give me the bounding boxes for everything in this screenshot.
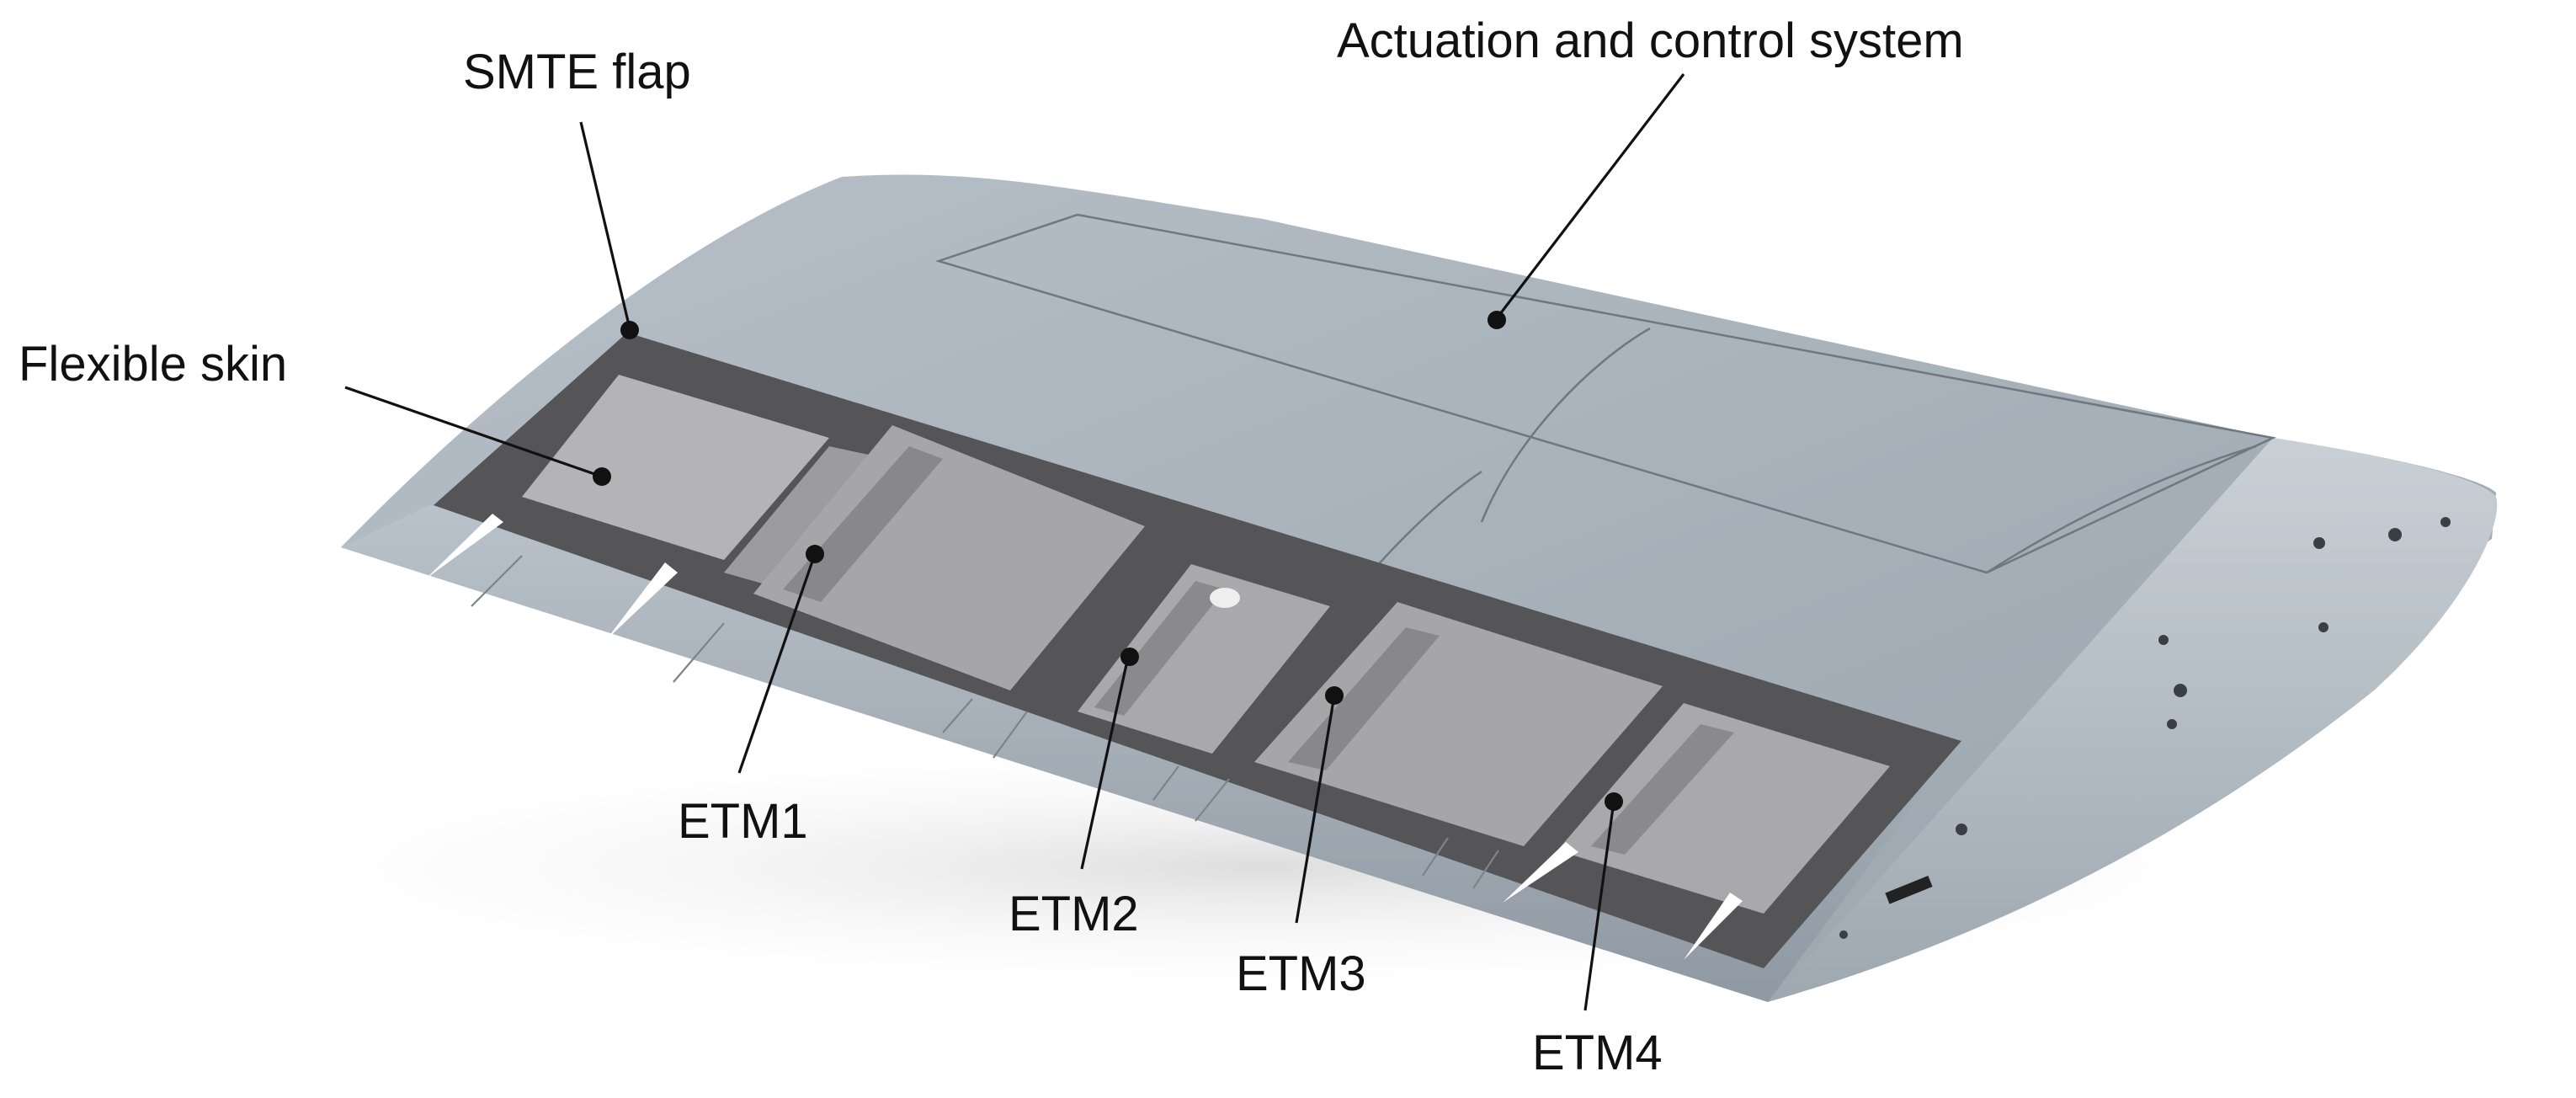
etm4-window-inner [1591,724,1734,855]
label-flexible-skin: Flexible skin [19,337,287,392]
etm2-spindle [1210,588,1240,608]
label-actuation: Actuation and control system [1337,13,1964,68]
label-etm4: ETM4 [1532,1026,1663,1080]
actuation-panel-divider [1480,327,1651,523]
etm2-window-inner [1094,581,1225,716]
wing-tip-section [1768,438,2498,1002]
label-etm1: ETM1 [678,794,808,849]
dot-etm1 [806,545,824,563]
leader-etm3 [1295,695,1336,924]
edge-slits [425,514,1743,960]
leader-etm1 [737,553,817,774]
tip-holes [1839,517,2451,939]
label-etm2: ETM2 [1009,887,1139,941]
label-smte-flap: SMTE flap [463,45,691,99]
trailing-edge-segments [471,555,1499,889]
leader-flexible-skin [344,386,603,478]
etm3-window [1254,602,1663,846]
etm2-window [1078,564,1330,754]
leader-actuation [1495,73,1685,319]
etm3-window-inner [1288,627,1440,770]
etm1-window [753,425,1145,690]
leader-smte-flap [579,121,631,329]
dot-etm3 [1325,686,1344,705]
actuation-panel-outline [934,213,2277,574]
label-etm3: ETM3 [1236,946,1366,1001]
leader-etm4 [1583,801,1615,1011]
dot-smte-flap [620,321,639,339]
flexible-skin-window [522,375,829,560]
skin-curve-line-2 [1986,445,2257,574]
tip-slot [1885,876,1933,904]
etm1-window-inner [783,446,943,602]
leader-etm2 [1080,656,1130,870]
dot-flexible-skin [593,467,611,486]
dot-etm2 [1120,648,1139,666]
dot-actuation [1488,311,1506,329]
dot-etm4 [1605,792,1623,811]
etm4-window [1557,703,1890,914]
